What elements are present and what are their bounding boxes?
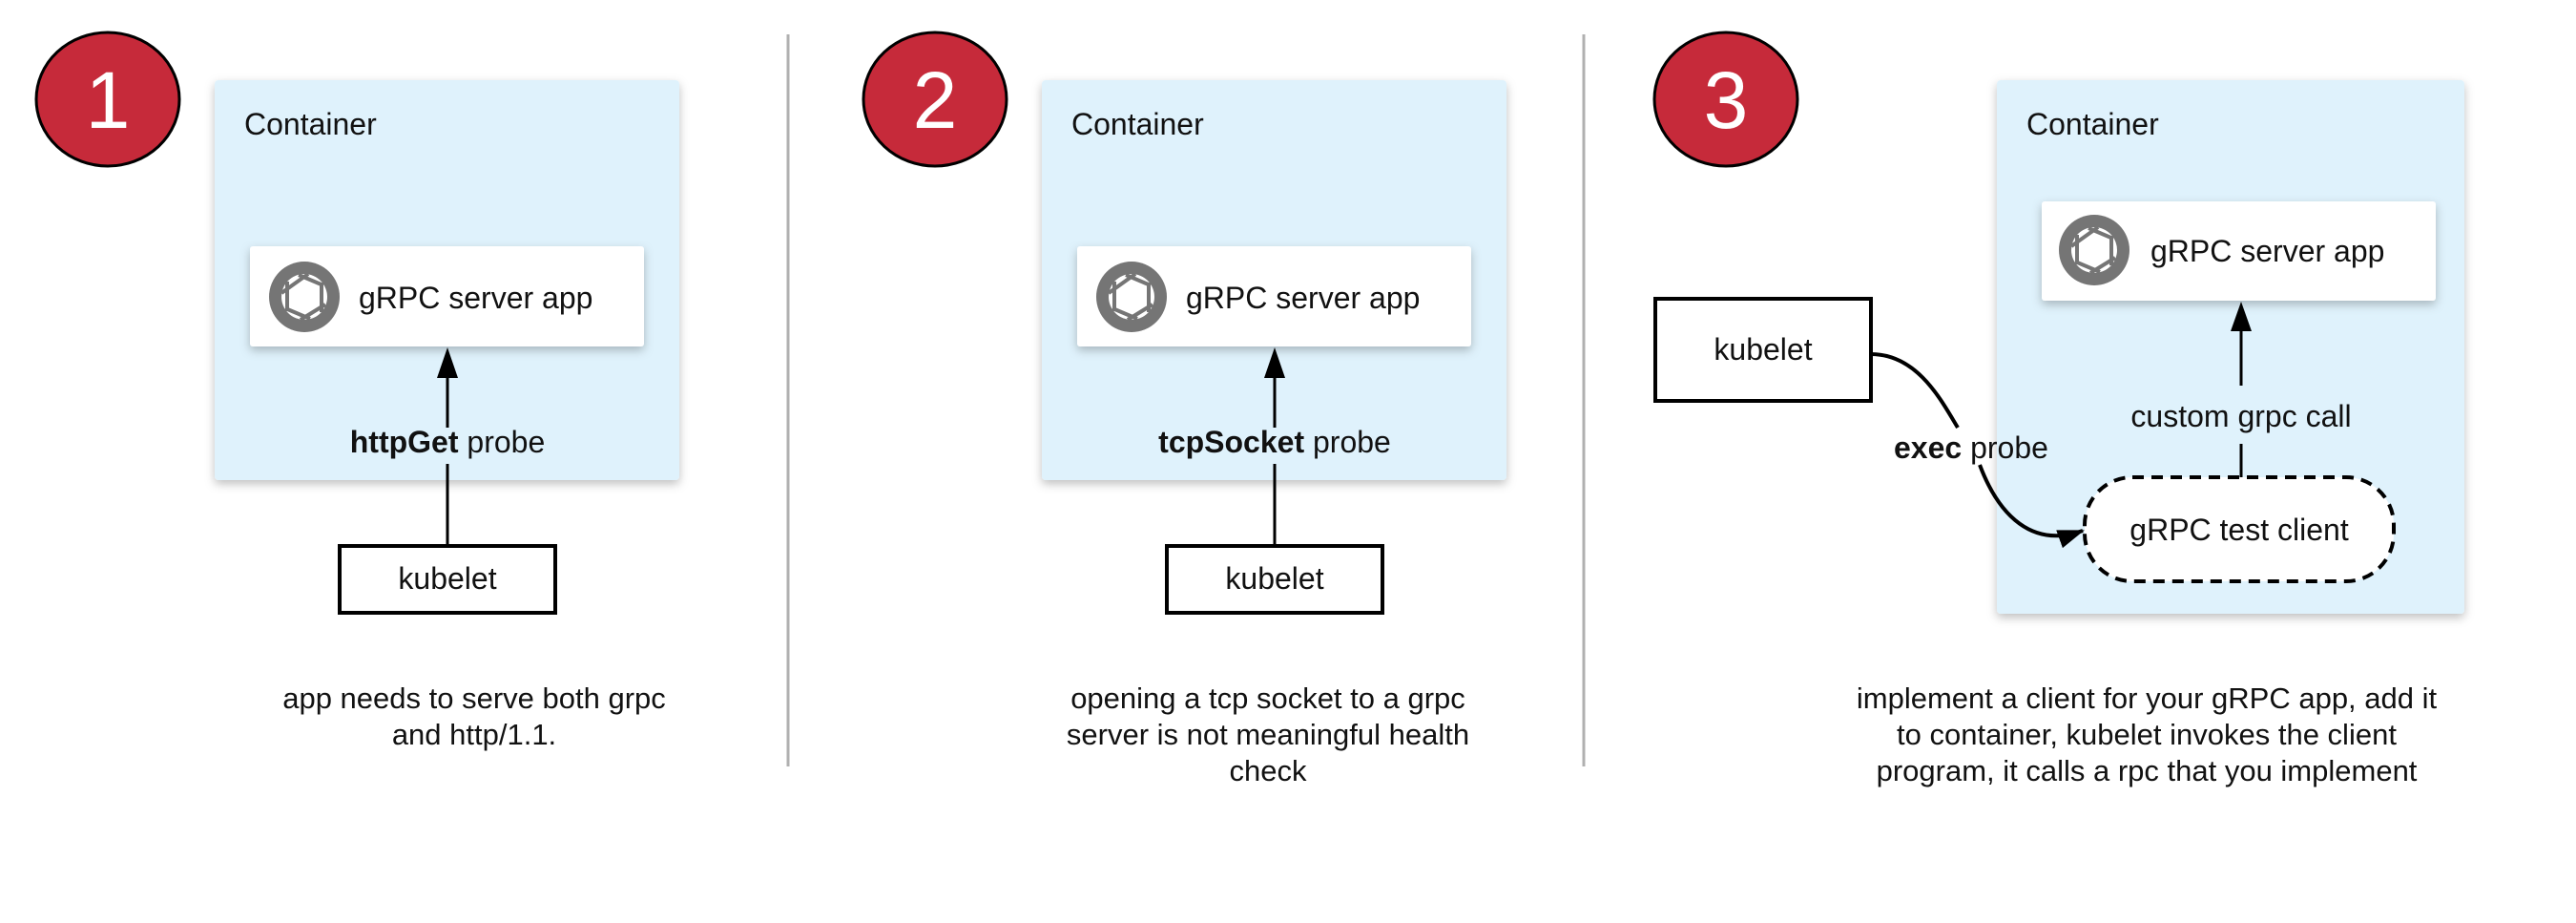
caption-line: program, it calls a rpc that you impleme… bbox=[1877, 754, 2418, 787]
grpc-aperture-icon bbox=[2057, 213, 2131, 287]
grpc-aperture-icon bbox=[267, 260, 342, 334]
call-label: custom grpc call bbox=[2130, 399, 2351, 433]
container-label: Container bbox=[1071, 107, 1204, 141]
probe-label: exec probe bbox=[1894, 430, 2048, 465]
caption-line: implement a client for your gRPC app, ad… bbox=[1857, 682, 2438, 715]
step-number: 2 bbox=[913, 55, 958, 145]
arrowhead bbox=[2231, 302, 2252, 331]
grpc-test-client bbox=[2083, 475, 2396, 583]
probe-label: httpGet probe bbox=[350, 425, 545, 459]
grpc-server-app-box bbox=[1077, 246, 1471, 346]
exec-curve bbox=[1870, 352, 1960, 430]
grpc-server-app-box bbox=[250, 246, 644, 346]
step-badge bbox=[862, 31, 1008, 168]
kubelet-box bbox=[338, 544, 557, 615]
app-label: gRPC server app bbox=[1186, 281, 1420, 315]
caption-line: to container, kubelet invokes the client bbox=[1897, 718, 2397, 751]
panel-1: 1 Container gRPC server app httpGet prob… bbox=[34, 31, 679, 751]
panel-2: 2 Container gRPC server app tcpSocket pr… bbox=[862, 31, 1506, 787]
caption-line: check bbox=[1230, 754, 1307, 787]
container-label: Container bbox=[2026, 107, 2159, 141]
arrowhead bbox=[437, 347, 458, 378]
caption-line: server is not meaningful health bbox=[1067, 718, 1469, 751]
caption-line: and http/1.1. bbox=[392, 718, 556, 751]
app-label: gRPC server app bbox=[2150, 234, 2384, 268]
grpc-server-app-box bbox=[2042, 201, 2436, 301]
container-label: Container bbox=[244, 107, 377, 141]
step-badge bbox=[34, 31, 181, 168]
panel-3: 3 Container gRPC server app custom grpc … bbox=[1652, 31, 2464, 787]
grpc-aperture-icon bbox=[1094, 260, 1169, 334]
step-badge bbox=[1652, 31, 1799, 168]
step-number: 1 bbox=[86, 55, 131, 145]
caption-line: app needs to serve both grpc bbox=[282, 682, 666, 715]
app-label: gRPC server app bbox=[359, 281, 592, 315]
kubelet-box bbox=[1165, 544, 1384, 615]
client-label: gRPC test client bbox=[2129, 513, 2349, 547]
kubelet-label: kubelet bbox=[1714, 332, 1812, 367]
kubelet-label: kubelet bbox=[398, 561, 496, 596]
step-number: 3 bbox=[1704, 55, 1749, 145]
probe-label: tcpSocket probe bbox=[1158, 425, 1391, 459]
kubelet-box bbox=[1653, 297, 1873, 403]
exec-arrow bbox=[1978, 464, 2085, 549]
kubelet-label: kubelet bbox=[1225, 561, 1323, 596]
arrowhead bbox=[1264, 347, 1285, 378]
caption-line: opening a tcp socket to a grpc bbox=[1070, 682, 1465, 715]
